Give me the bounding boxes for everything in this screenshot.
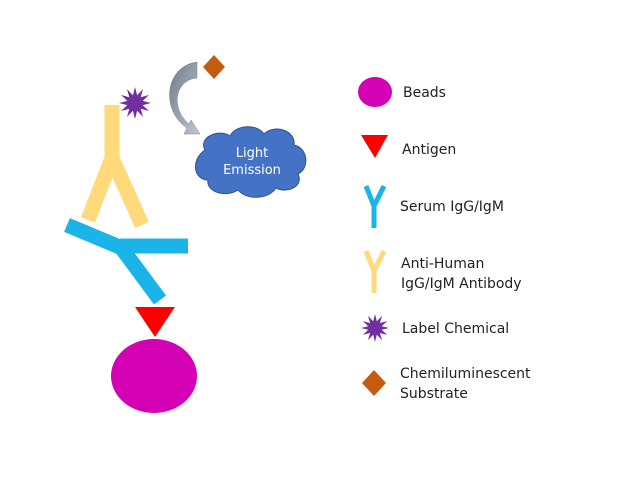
anti-human-antibody-icon [363,249,387,293]
legend-label: IgG/IgM Antibody [401,276,522,292]
legend-label: Anti-Human [401,256,484,272]
legend: Beads Antigen Serum IgG/IgM Anti-Human I… [358,77,531,402]
bead [111,339,197,413]
anti-human-antibody [81,105,149,229]
legend-item-label-chemical: Label Chemical [361,314,509,342]
legend-item-beads: Beads [358,77,446,107]
serum-antibody-icon [363,184,387,228]
legend-label: Antigen [402,142,456,158]
curved-arrow [169,61,201,135]
legend-item-substrate: Chemiluminescent Substrate [362,366,531,402]
legend-label: Serum IgG/IgM [400,199,504,215]
cloud-label-line2: Emission [223,163,281,178]
legend-label: Substrate [400,386,468,402]
legend-item-anti-human: Anti-Human IgG/IgM Antibody [363,249,522,293]
substrate-icon [362,370,386,396]
antigen-icon [361,135,388,158]
legend-item-antigen: Antigen [361,135,456,158]
serum-antibody [64,218,188,305]
antigen-triangle [135,307,175,337]
light-emission-cloud: Light Emission [195,126,307,198]
legend-label: Label Chemical [402,321,509,337]
legend-item-serum: Serum IgG/IgM [363,184,504,228]
legend-label: Beads [403,85,446,101]
bead-icon [358,77,392,107]
label-chemical-icon [361,314,389,342]
cloud-label-line1: Light [236,146,268,161]
label-chemical-star [119,87,151,119]
legend-label: Chemiluminescent [400,366,531,382]
substrate-diamond [203,55,225,79]
